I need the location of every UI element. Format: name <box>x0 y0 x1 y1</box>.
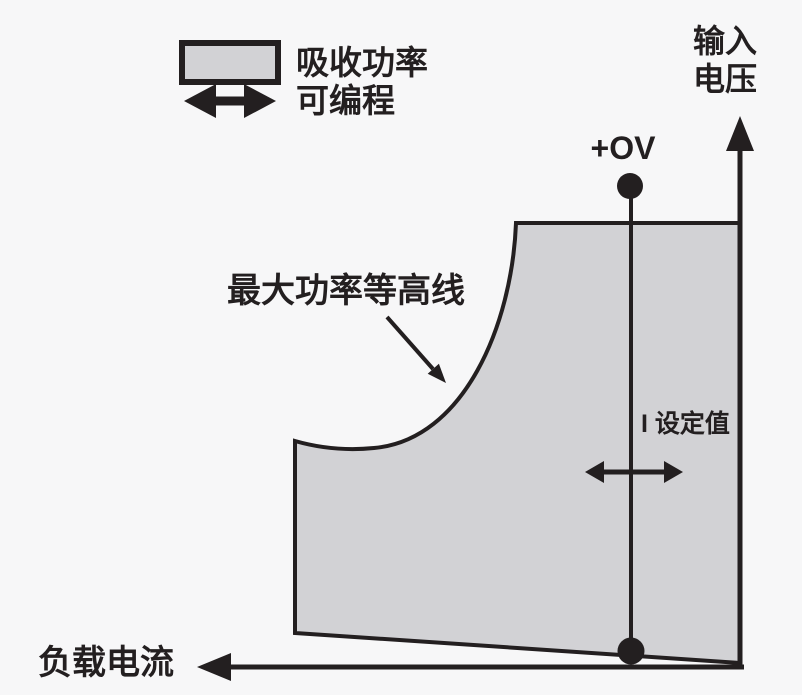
over-voltage-label: +OV <box>590 130 656 166</box>
legend-programmable-label: 可编程 <box>296 82 395 119</box>
legend-programmable-arrow-icon <box>184 84 276 118</box>
max-power-pointer-line <box>385 315 435 371</box>
i-setpoint-arrow-right-head <box>664 461 683 483</box>
ov-bottom-dot <box>617 637 645 665</box>
current-axis-arrowhead-icon <box>197 653 231 681</box>
ov-top-dot <box>617 173 643 199</box>
legend-absorbed-power-label: 吸收功率 <box>296 44 428 81</box>
voltage-axis <box>726 116 754 667</box>
i-setpoint-arrow-icon <box>585 461 683 483</box>
x-axis-label: 负载电流 <box>38 644 174 682</box>
max-power-pointer-arrow <box>385 315 446 383</box>
legend-arrow-left-head <box>184 84 216 118</box>
legend-swatch <box>179 40 281 85</box>
voltage-axis-arrowhead-icon <box>726 116 754 151</box>
i-setpoint-arrow-left-head <box>585 461 604 483</box>
y-axis-label: 输入 电压 <box>692 23 757 98</box>
current-axis <box>197 653 744 681</box>
legend <box>179 40 281 118</box>
legend-arrow-right-head <box>244 84 276 118</box>
max-power-pointer-head <box>427 363 446 383</box>
max-power-contour-label: 最大功率等高线 <box>227 272 465 310</box>
absorbed-power-region <box>293 221 742 666</box>
current-setpoint-label: I 设定值 <box>641 410 730 438</box>
